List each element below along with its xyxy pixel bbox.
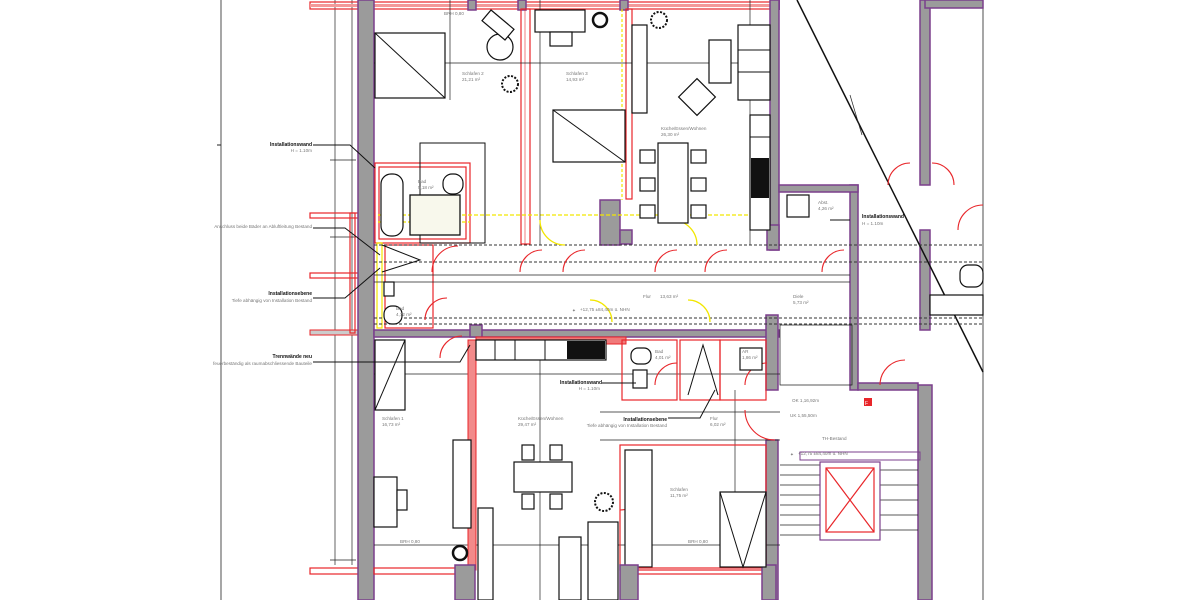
stairs — [780, 464, 918, 536]
dimension-chain-left — [330, 0, 356, 565]
plan-label: 21,21 m² — [462, 77, 481, 82]
elevator — [819, 461, 881, 541]
annotation-title: Trennwände neu — [273, 354, 312, 360]
bathroom-fixtures — [380, 173, 984, 396]
annotation-text: H = 1.10m — [579, 386, 600, 391]
dining-table-upper — [631, 24, 732, 224]
plan-label: Küche/Essen/Wohnen — [518, 416, 564, 421]
wall-upper-right — [769, 0, 780, 251]
plan-label: UK 1,55,50m — [790, 413, 817, 418]
plan-label: 14,93 m² — [566, 77, 585, 82]
plan-label: 5,18 m² — [418, 185, 434, 190]
annotation-text: H = 1.10m — [291, 148, 312, 153]
elevation-markers: ✦ +12,75 ±84,40m ü. NHN ✦ +12,75 ±84,40m… — [400, 11, 868, 544]
plan-label: Bad — [396, 306, 405, 311]
plan-label: Schlafen 1 — [382, 416, 404, 421]
plan-label: BRH 0,80 — [400, 539, 420, 544]
svg-text:✦: ✦ — [790, 452, 794, 457]
plan-label: Schlafen 3 — [566, 71, 588, 76]
corridor-lines — [374, 244, 983, 325]
plan-label: +12,75 ±84,40m ü. NHN — [798, 451, 848, 456]
plan-label: BRH 0,80 — [688, 539, 708, 544]
annotation-title: Installationswand — [560, 380, 602, 386]
plan-label: 16,73 m² — [382, 422, 401, 427]
wall-right-top — [778, 184, 859, 193]
wall-corridor-lower — [373, 329, 780, 338]
plan-label: 26,30 m² — [661, 132, 680, 137]
plan-label: 29,47 m² — [518, 422, 537, 427]
annotation-title: Installationsebene — [623, 417, 667, 423]
exterior-wall-left — [357, 0, 375, 600]
plan-label: Schlafen 2 — [462, 71, 484, 76]
plants — [451, 11, 668, 562]
furniture-upper-left — [419, 9, 586, 244]
plan-label: 13,63 m² — [660, 294, 679, 299]
dining-table-lower — [373, 439, 619, 600]
plan-label: 4,01 m² — [655, 355, 671, 360]
plan-label: +12,75 ±84,40m ü. NHN — [580, 307, 630, 312]
plan-label: Küche/Essen/Wohnen — [661, 126, 707, 131]
annotation-text: Tiefe abhängig von Installation Bestand — [587, 423, 668, 428]
doors — [424, 162, 984, 511]
plan-label: Bad — [655, 349, 664, 354]
plan-label: 1,86 m² — [742, 355, 758, 360]
annotation-leaders — [313, 144, 850, 419]
stair-hall — [779, 324, 921, 541]
plan-label: 4,26 m² — [818, 206, 834, 211]
annotation-title: Installationsebene — [268, 291, 312, 297]
kitchen-upper — [737, 24, 771, 231]
wall-right-section — [849, 184, 859, 391]
plan-label: 5,73 m² — [793, 300, 809, 305]
plan-label: BRH 0,80 — [444, 11, 464, 16]
kitchen-counter-lower — [475, 339, 607, 361]
plan-label: Bad — [418, 179, 427, 184]
svg-text:✦: ✦ — [572, 308, 576, 313]
plan-label: Diele — [793, 294, 804, 299]
annotation-text: H = 1.10m — [862, 221, 883, 226]
annotation-text: Anschluss beide Bäder an Abluftleitung B… — [214, 224, 312, 229]
beds — [374, 32, 767, 569]
plan-label: Flur — [710, 416, 718, 421]
plan-label: Abst. — [818, 200, 828, 205]
plan-label: 4,72 m² — [396, 312, 412, 317]
room-labels: Schlafen 221,21 m² Schlafen 314,93 m² Kü… — [382, 71, 847, 498]
annotation-text: feuerbeständig als raumabschliessende Ba… — [213, 361, 312, 366]
new-partitions-upper — [374, 8, 633, 245]
plan-label: OK 1,16,92m — [792, 398, 819, 403]
annotations: Installationswand H = 1.10m Anschluss be… — [213, 142, 904, 428]
plan-label: AR — [742, 349, 749, 354]
annotation-title: Installationswand — [862, 214, 904, 220]
plan-label: Flur — [643, 294, 651, 299]
plan-label: 6,02 m² — [710, 422, 726, 427]
top-exterior-wall — [309, 0, 780, 11]
plan-label: 11,75 m² — [670, 493, 688, 498]
plan-label: F — [865, 401, 868, 407]
plan-label: TH-Bestand — [822, 436, 847, 441]
annotation-text: Tiefe abhängig von Installation Bestand — [232, 298, 313, 303]
annotation-title: Installationswand — [270, 142, 312, 148]
plan-label: Schlafen — [670, 487, 688, 492]
